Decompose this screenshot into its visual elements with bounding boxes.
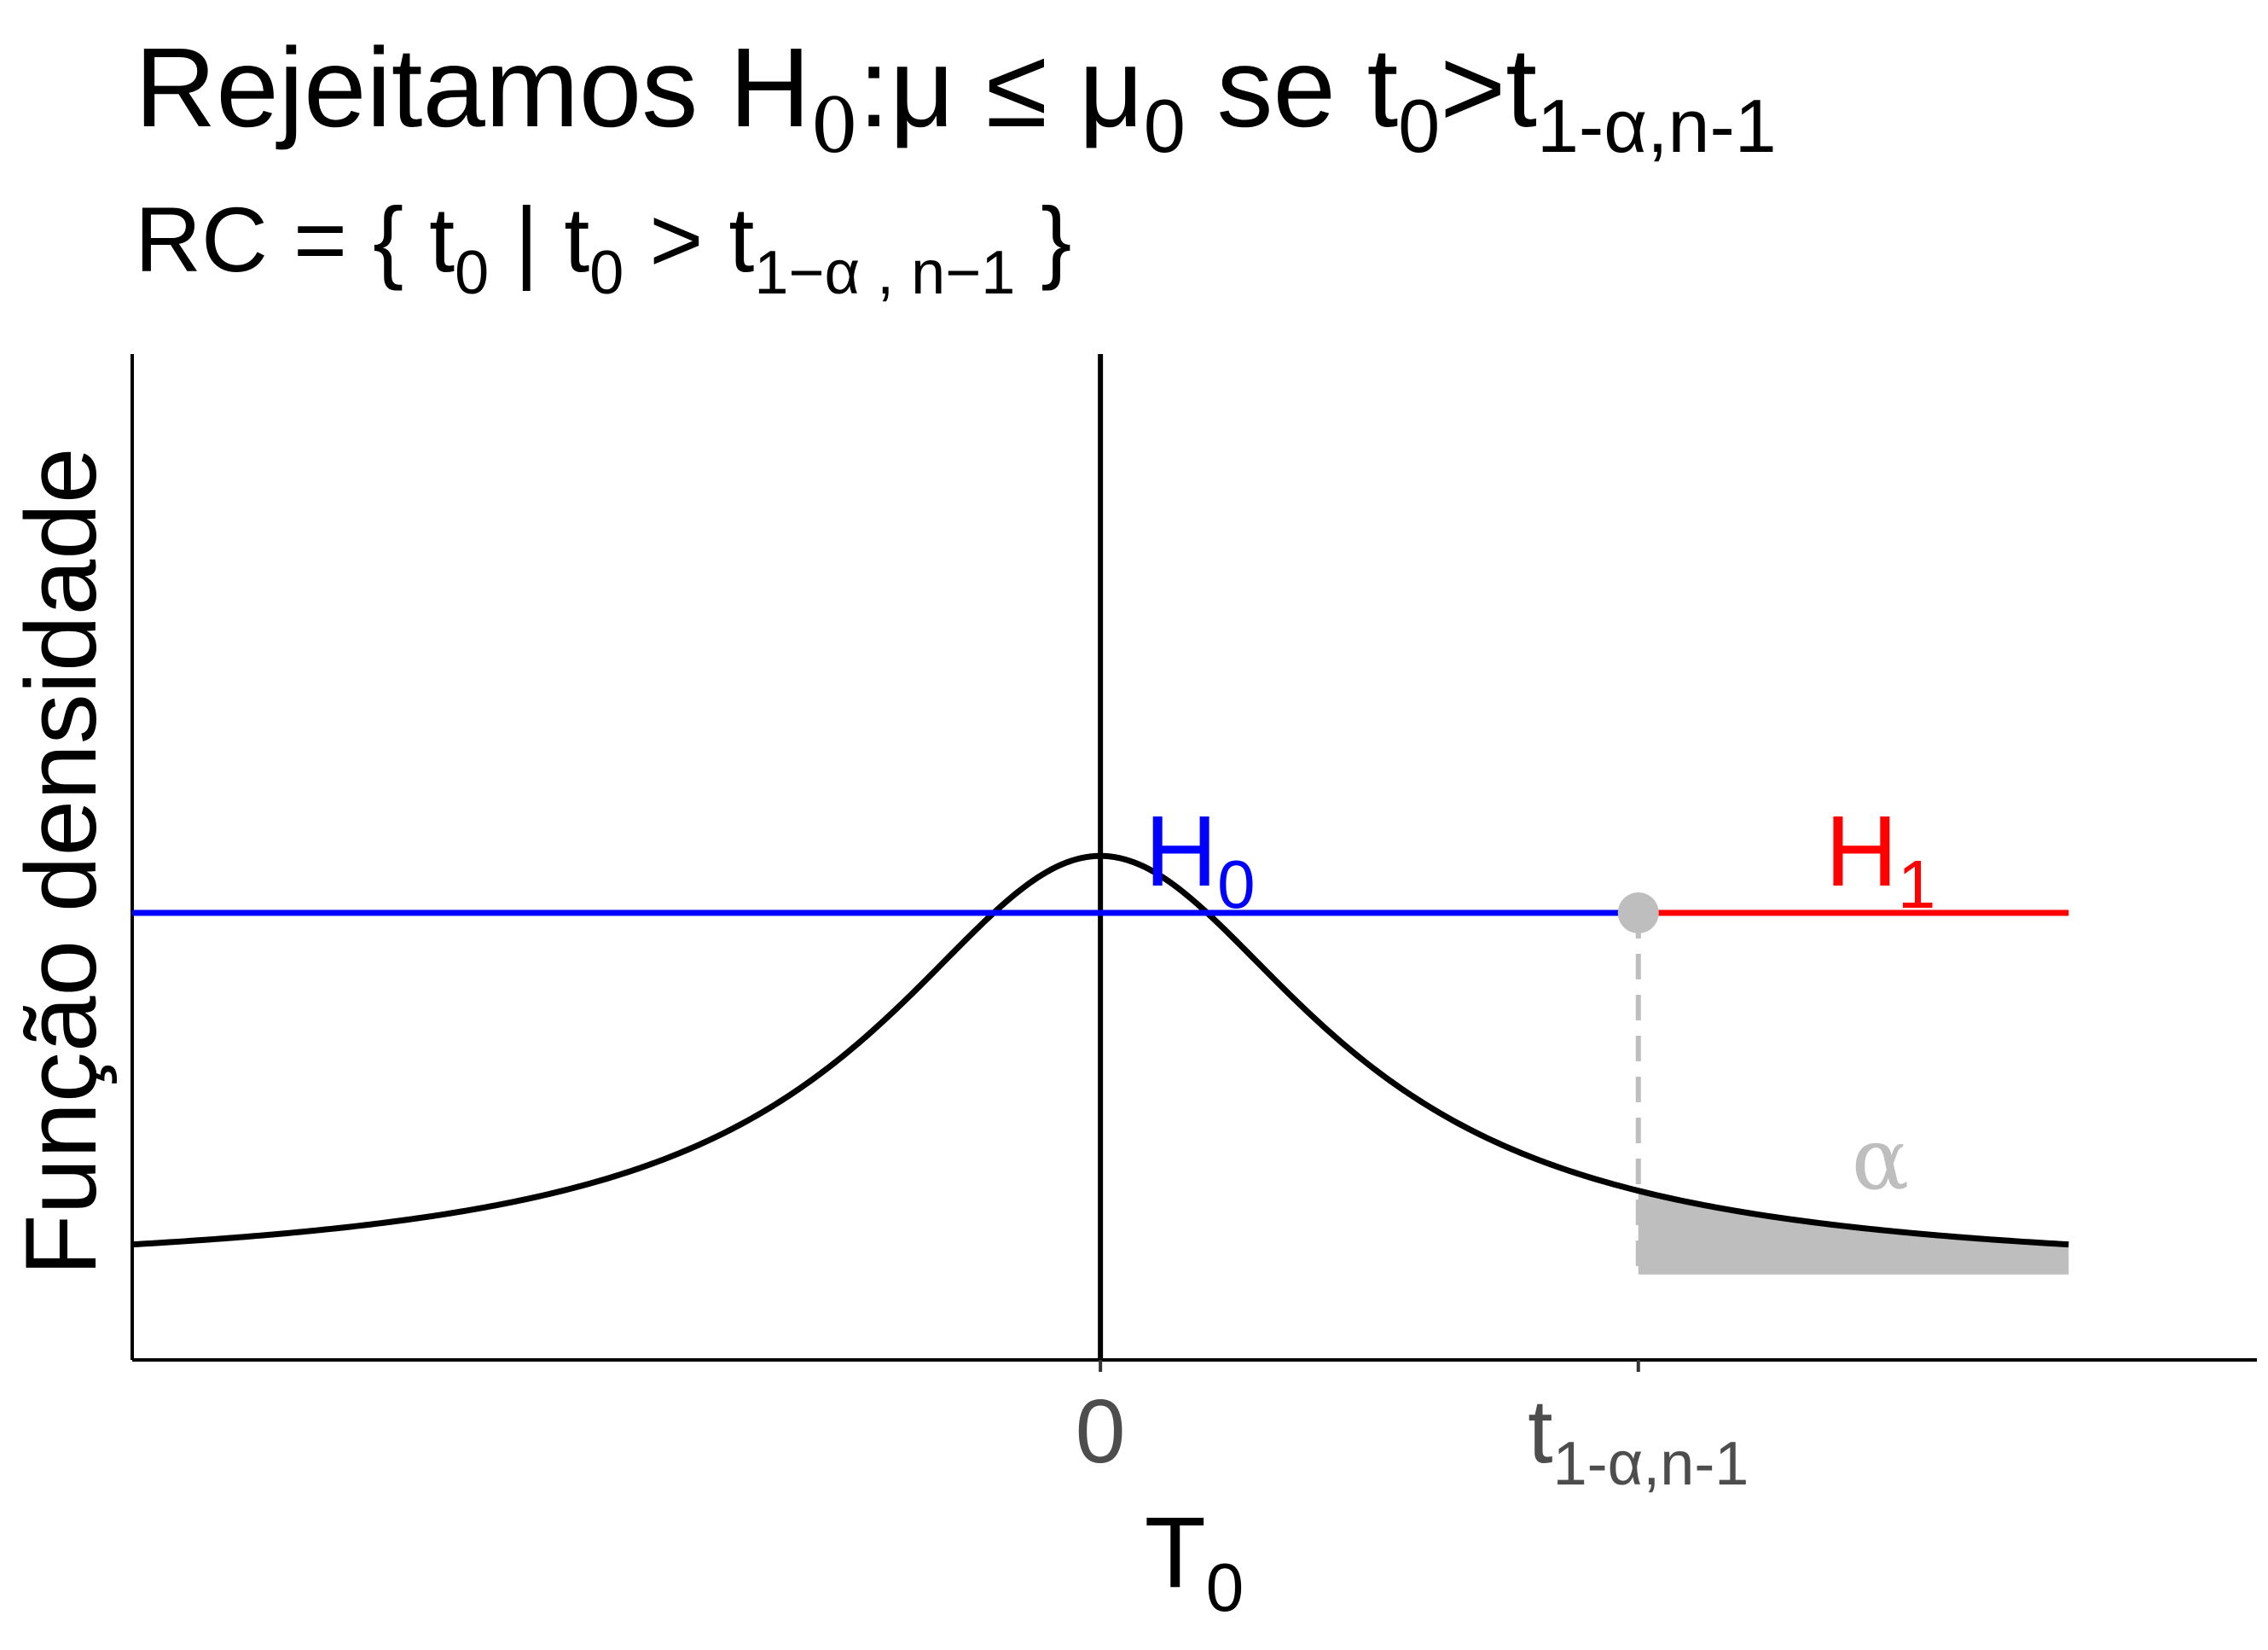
chart-title: Rejeitamos H0:μ ≤ μ0 se t0>t1-α,n-1 [135, 25, 1777, 170]
critical-point [1617, 892, 1659, 933]
region-label-h0: H0 [1145, 795, 1256, 922]
x-tick-label: 0 [1076, 1381, 1126, 1482]
alpha-label: α [1852, 1110, 1910, 1210]
chart-subtitle: RC = { t0 | t0 > t1−α , n−1 } [135, 188, 1071, 307]
x-axis-label: T0 [1145, 1496, 1244, 1625]
y-axis-label: Função densidade [5, 448, 118, 1276]
region-label-h1: H1 [1825, 795, 1936, 922]
x-tick-label: t1-α,n-1 [1528, 1381, 1749, 1498]
alpha-region [1638, 1190, 2069, 1275]
